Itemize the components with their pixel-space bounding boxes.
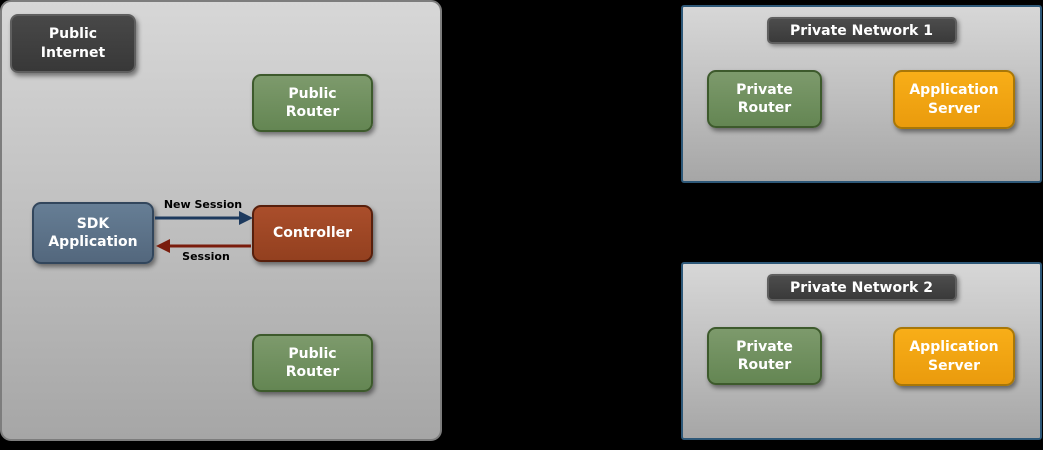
application-server-2-node: Application Server (893, 327, 1015, 386)
application-server-2-text: Application Server (909, 339, 999, 374)
private-router-1-node: Private Router (707, 70, 822, 128)
private-router-1-text: Private Router (736, 81, 793, 116)
controller-node: Controller (252, 205, 373, 262)
sdk-application-text: SDK Application (48, 215, 138, 250)
new-session-arrow-label: New Session (163, 198, 243, 211)
public-router-bottom-node: Public Router (252, 334, 373, 392)
sdk-application-node: SDK Application (32, 202, 154, 264)
session-arrow-label: Session (182, 250, 230, 263)
private-network-1-zone: Private Network 1 Private Router Applica… (681, 5, 1042, 183)
public-internet-text: Public Internet (40, 26, 106, 61)
private-network-2-title: Private Network 2 (766, 274, 957, 301)
public-router-bottom-text: Public Router (285, 345, 340, 380)
controller-text: Controller (272, 225, 353, 242)
private-network-1-title: Private Network 1 (766, 17, 957, 44)
public-router-top-node: Public Router (252, 74, 373, 132)
new-session-arrow-head (239, 211, 253, 225)
application-server-1-node: Application Server (893, 70, 1015, 129)
private-router-2-node: Private Router (707, 327, 822, 385)
private-network-2-zone: Private Network 2 Private Router Applica… (681, 262, 1042, 440)
public-internet-zone: Public Internet Public Router SDK Applic… (0, 0, 442, 441)
private-router-2-text: Private Router (736, 338, 793, 373)
application-server-1-text: Application Server (909, 82, 999, 117)
public-internet-label: Public Internet (10, 14, 136, 73)
public-router-top-text: Public Router (285, 85, 340, 120)
